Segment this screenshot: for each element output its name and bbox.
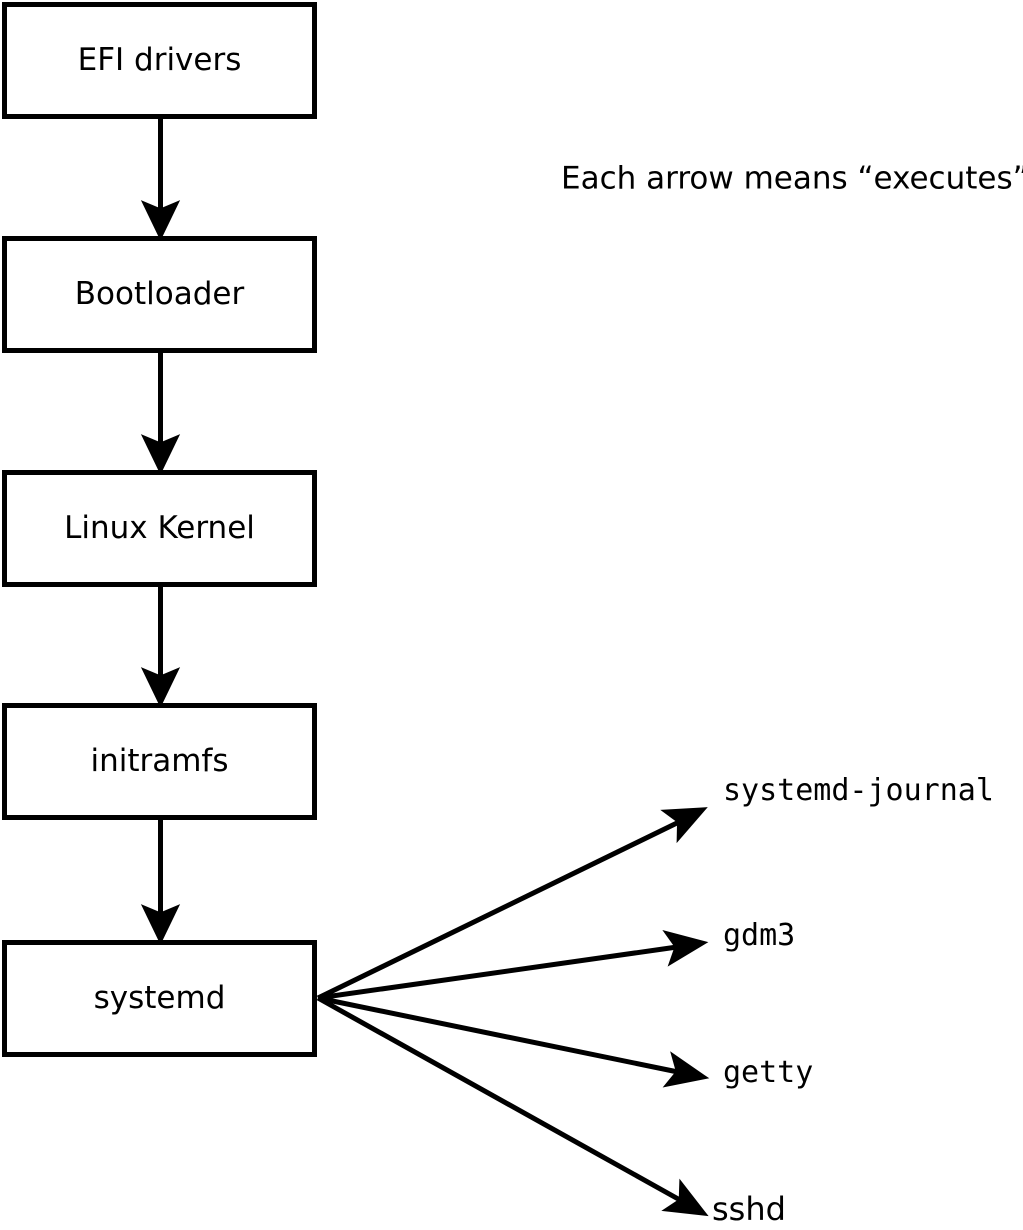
node-bootloader: Bootloader bbox=[2, 236, 317, 353]
arrow-kernel-to-initramfs bbox=[140, 585, 181, 708]
service-label-gdm3: gdm3 bbox=[723, 918, 796, 953]
node-linux-kernel: Linux Kernel bbox=[2, 470, 317, 587]
arrow-systemd-to-getty bbox=[317, 995, 710, 1088]
node-initramfs: initramfs bbox=[2, 703, 317, 820]
node-bootloader-label: Bootloader bbox=[74, 276, 245, 312]
arrow-systemd-to-journal bbox=[316, 807, 708, 1001]
arrow-initramfs-to-systemd bbox=[140, 818, 181, 945]
node-initramfs-label: initramfs bbox=[90, 743, 229, 779]
node-systemd-label: systemd bbox=[93, 980, 226, 1016]
arrow-bootloader-to-kernel bbox=[140, 351, 181, 475]
annotation-arrow-meaning: Each arrow means “executes”. bbox=[561, 160, 1023, 197]
service-label-getty: getty bbox=[723, 1055, 814, 1090]
node-efi-drivers: EFI drivers bbox=[2, 2, 317, 119]
arrow-efi-to-bootloader bbox=[140, 117, 181, 241]
node-linux-kernel-label: Linux Kernel bbox=[64, 510, 255, 546]
node-systemd: systemd bbox=[2, 940, 317, 1057]
arrow-systemd-to-gdm3 bbox=[317, 930, 709, 1001]
service-label-systemd-journal: systemd-journal bbox=[723, 773, 994, 808]
arrow-systemd-to-sshd bbox=[316, 995, 709, 1217]
service-label-sshd: sshd bbox=[712, 1190, 786, 1228]
node-efi-drivers-label: EFI drivers bbox=[77, 42, 242, 78]
